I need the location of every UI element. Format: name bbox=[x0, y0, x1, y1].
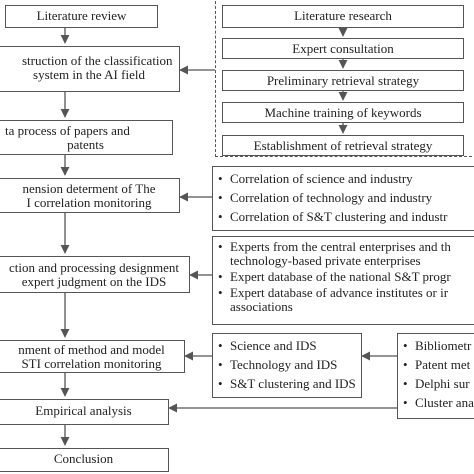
step-literature-review-text: Literature review bbox=[36, 8, 127, 23]
correlation-item: • Correlation of technology and industry bbox=[216, 190, 474, 205]
method-item-text: Patent met bbox=[415, 357, 471, 372]
step-expert-judgment-line-1: ction and processing designment bbox=[8, 260, 180, 275]
strategy-machine-training: Machine training of keywords bbox=[222, 102, 464, 123]
method-item: • Bibliometr bbox=[401, 338, 474, 353]
strategy-establishment: Establishment of retrieval strategy bbox=[222, 135, 464, 156]
methods-box: • Bibliometr • Patent met • Delphi sur •… bbox=[397, 333, 474, 419]
correlation-item-text: Correlation of science and industry bbox=[230, 171, 413, 186]
retrieval-strategy-group bbox=[215, 0, 474, 157]
strategy-literature-research: Literature research bbox=[222, 5, 464, 28]
expert-item-line-2: associations bbox=[230, 299, 293, 314]
method-item-text: Delphi sur bbox=[415, 376, 470, 391]
expert-item: • Expert database of advance institutes … bbox=[216, 286, 474, 314]
correlation-item-text: Correlation of technology and industry bbox=[230, 190, 433, 205]
step-expert-judgment-line-2: expert judgment on the IDS bbox=[21, 274, 167, 289]
step-empirical-analysis: Empirical analysis bbox=[0, 399, 169, 425]
correlation-item: • Correlation of science and industry bbox=[216, 171, 474, 186]
step-conclusion: Conclusion bbox=[0, 448, 169, 472]
bullet-icon: • bbox=[218, 376, 223, 391]
bullet-icon: • bbox=[218, 357, 223, 372]
step-method-model: nment of method and model STI correlatio… bbox=[0, 340, 185, 373]
method-item: • Cluster ana bbox=[401, 395, 474, 410]
strategy-preliminary-retrieval: Preliminary retrieval strategy bbox=[222, 70, 464, 91]
bullet-icon: • bbox=[218, 269, 223, 284]
correlation-dimensions-box: • Correlation of science and industry • … bbox=[212, 166, 474, 231]
expert-item: • Experts from the central enterprises a… bbox=[216, 240, 474, 268]
bullet-icon: • bbox=[403, 338, 408, 353]
bullet-icon: • bbox=[218, 285, 223, 300]
bullet-icon: • bbox=[218, 171, 223, 186]
bullet-icon: • bbox=[218, 209, 223, 224]
expert-item-line-1: Experts from the central enterprises and… bbox=[230, 239, 451, 254]
method-item-text: Bibliometr bbox=[415, 338, 472, 353]
step-expert-judgment: ction and processing designment expert j… bbox=[0, 256, 190, 293]
bullet-icon: • bbox=[403, 395, 408, 410]
method-item: • Delphi sur bbox=[401, 376, 474, 391]
ids-item-text: Science and IDS bbox=[230, 338, 317, 353]
bullet-icon: • bbox=[403, 357, 408, 372]
ids-item-text: Technology and IDS bbox=[230, 357, 338, 372]
bullet-icon: • bbox=[218, 338, 223, 353]
step-dimension-determent: nension determent of The I correlation m… bbox=[0, 178, 180, 213]
ids-item: • Science and IDS bbox=[216, 338, 361, 353]
correlation-item: • Correlation of S&T clustering and indu… bbox=[216, 209, 474, 224]
strategy-preliminary-retrieval-text: Preliminary retrieval strategy bbox=[266, 73, 420, 88]
step-classification-line-2: system in the AI field bbox=[33, 67, 145, 82]
ids-correlation-box: • Science and IDS • Technology and IDS •… bbox=[212, 333, 362, 398]
step-data-process-line-1: ta process of papers and bbox=[5, 123, 130, 138]
step-classification-system: struction of the classification system i… bbox=[0, 46, 180, 92]
bullet-icon: • bbox=[218, 190, 223, 205]
expert-item-line-2: technology-based private enterprises bbox=[230, 253, 421, 268]
bullet-icon: • bbox=[403, 376, 408, 391]
step-dimension-line-2: I correlation monitoring bbox=[26, 195, 152, 210]
strategy-machine-training-text: Machine training of keywords bbox=[264, 105, 422, 120]
expert-sources-box: • Experts from the central enterprises a… bbox=[212, 236, 474, 325]
strategy-establishment-text: Establishment of retrieval strategy bbox=[253, 138, 433, 153]
strategy-expert-consultation: Expert consultation bbox=[222, 38, 464, 59]
expert-item: • Expert database of the national S&T pr… bbox=[216, 270, 474, 284]
strategy-expert-consultation-text: Expert consultation bbox=[292, 41, 394, 56]
step-empirical-analysis-text: Empirical analysis bbox=[35, 403, 132, 418]
expert-item-line-1: Expert database of advance institutes or… bbox=[230, 285, 449, 300]
step-conclusion-text: Conclusion bbox=[53, 451, 114, 466]
step-method-model-line-2: STI correlation monitoring bbox=[21, 356, 162, 371]
bullet-icon: • bbox=[218, 239, 223, 254]
step-classification-line-1: struction of the classification bbox=[22, 53, 173, 68]
expert-item-text: Expert database of the national S&T prog… bbox=[230, 269, 451, 284]
ids-item: • S&T clustering and IDS bbox=[216, 376, 361, 391]
method-item-text: Cluster ana bbox=[415, 395, 474, 410]
step-data-process-line-2: patents bbox=[67, 137, 104, 152]
step-literature-review: Literature review bbox=[5, 5, 158, 28]
strategy-literature-research-text: Literature research bbox=[294, 8, 392, 23]
method-item: • Patent met bbox=[401, 357, 474, 372]
ids-item: • Technology and IDS bbox=[216, 357, 361, 372]
step-method-model-line-1: nment of method and model bbox=[18, 342, 165, 357]
step-dimension-line-1: nension determent of The bbox=[22, 181, 156, 196]
ids-item-text: S&T clustering and IDS bbox=[230, 376, 356, 391]
step-data-process: ta process of papers and patents bbox=[0, 120, 173, 155]
correlation-item-text: Correlation of S&T clustering and indust… bbox=[230, 209, 448, 224]
